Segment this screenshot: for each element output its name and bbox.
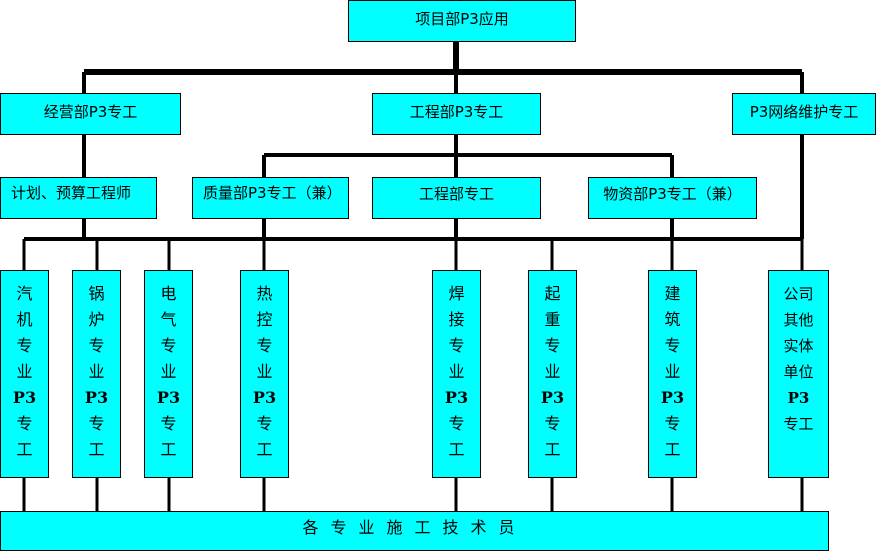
- node-specialist-lifting: 起重专业 P3 专工: [528, 270, 577, 478]
- specialist-name: 电气专业: [160, 284, 177, 381]
- node-planning-budget: 计划、预算工程师: [0, 177, 157, 219]
- node-engineering-staff: 工程部专工: [372, 177, 541, 219]
- node-specialist-electrical: 电气专业 P3 专工: [144, 270, 193, 478]
- node-specialist-boiler: 锅炉专业 P3 专工: [72, 270, 121, 478]
- node-specialist-other-units: 公司其他实体单位 P3 专工: [768, 270, 829, 478]
- specialist-p3: P3: [84, 388, 109, 407]
- specialist-name: 汽机专业: [16, 284, 33, 381]
- specialist-role: 专工: [256, 414, 273, 459]
- specialist-role: 专工: [160, 414, 177, 459]
- specialist-name: 锅炉专业: [88, 284, 105, 381]
- node-engineering-p3: 工程部P3专工: [372, 93, 541, 135]
- specialist-role: 专工: [544, 414, 561, 459]
- specialist-role: 专工: [88, 414, 105, 459]
- node-materials-p3: 物资部P3专工（兼）: [588, 177, 757, 219]
- specialist-p3: P3: [252, 388, 277, 407]
- specialist-role: 专工: [16, 414, 33, 459]
- specialist-p3: P3: [660, 388, 685, 407]
- node-specialist-thermal-control: 热控专业 P3 专工: [240, 270, 289, 478]
- specialist-name: 公司其他实体单位: [783, 285, 814, 381]
- node-business-p3: 经营部P3专工: [0, 93, 181, 135]
- specialist-role: 专工: [783, 415, 814, 433]
- specialist-p3: P3: [12, 388, 37, 407]
- specialist-p3: P3: [156, 388, 181, 407]
- specialist-role: 专工: [448, 414, 465, 459]
- node-specialist-welding: 焊接专业 P3 专工: [432, 270, 481, 478]
- specialist-name: 起重专业: [544, 284, 561, 381]
- specialist-name: 建筑专业: [664, 284, 681, 381]
- node-network-p3: P3网络维护专工: [732, 93, 876, 135]
- specialist-p3: P3: [540, 388, 565, 407]
- specialist-p3: P3: [787, 389, 810, 407]
- node-construction-technicians: 各专业施工技术员: [0, 511, 829, 551]
- specialist-name: 焊接专业: [448, 284, 465, 381]
- specialist-name: 热控专业: [256, 284, 273, 381]
- specialist-role: 专工: [664, 414, 681, 459]
- node-quality-p3: 质量部P3专工（兼）: [192, 177, 349, 219]
- node-project-p3: 项目部P3应用: [348, 0, 576, 42]
- specialist-p3: P3: [444, 388, 469, 407]
- node-specialist-turbine: 汽机专业 P3 专工: [0, 270, 49, 478]
- node-specialist-construction: 建筑专业 P3 专工: [648, 270, 697, 478]
